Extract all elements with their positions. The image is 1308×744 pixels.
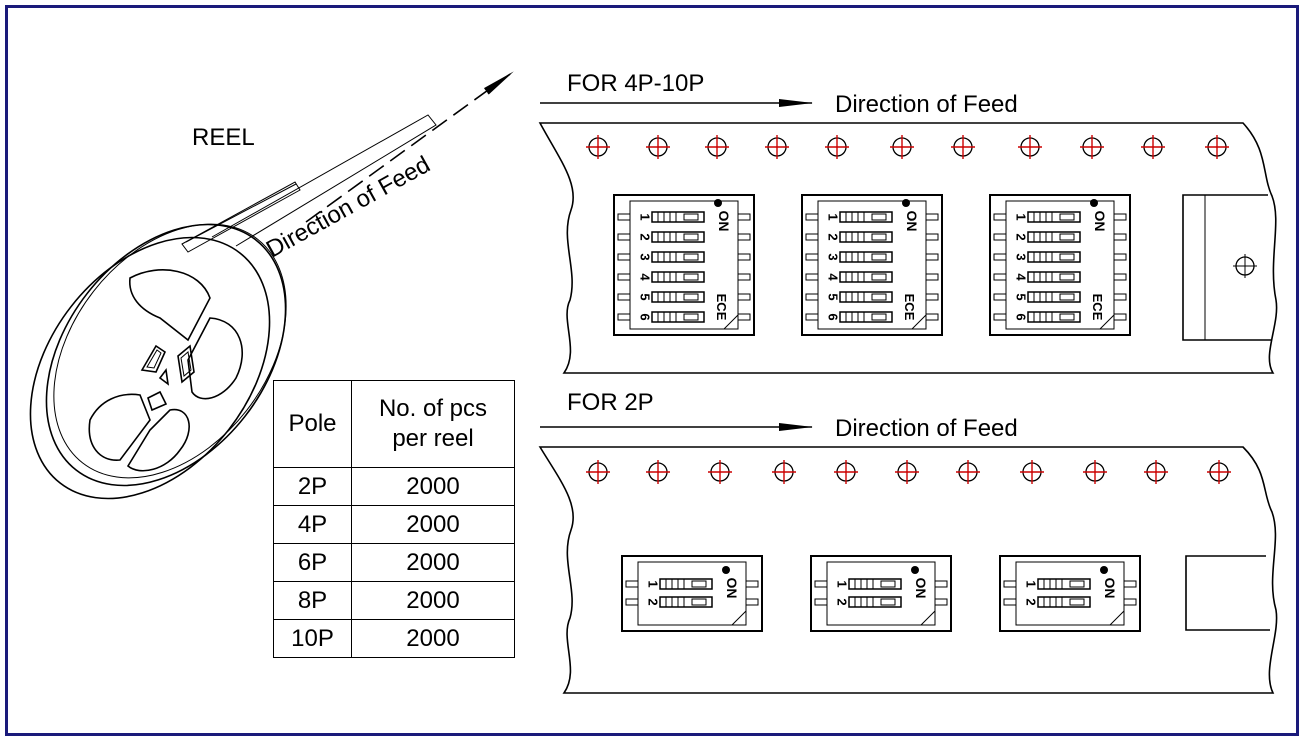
switch-brand-label: ECE xyxy=(1090,294,1105,321)
dip-switch-6p-3: 1 2 3 4 5 6 ON ECE xyxy=(989,194,1131,336)
pcs-cell: 2000 xyxy=(351,619,515,658)
switch-position-number: 3 xyxy=(826,253,841,260)
switch-position-number: 2 xyxy=(1024,598,1039,605)
switch-position-number: 6 xyxy=(638,313,653,320)
switch-on-label: ON xyxy=(1092,211,1108,232)
dip-switch-2p-3: 1 2 ON xyxy=(999,555,1141,632)
switch-on-label: ON xyxy=(904,211,920,232)
dip-switch-6p-1: 1 2 3 4 5 6 ON ECE xyxy=(613,194,755,336)
table-row: 2P 2000 xyxy=(273,467,515,506)
pole-cell: 4P xyxy=(273,505,352,544)
top-header: FOR 4P-10P xyxy=(567,70,704,97)
bottom-tape-sprocket-holes xyxy=(586,460,1231,484)
table-row: 6P 2000 xyxy=(273,543,515,582)
switch-position-number: 1 xyxy=(1014,213,1029,220)
bottom-feed-label: Direction of Feed xyxy=(835,415,1018,442)
reel-feed-label: Direction of Feed xyxy=(262,151,435,263)
switch-position-number: 2 xyxy=(1014,233,1029,240)
on-dot xyxy=(1090,199,1098,207)
switch-on-label: ON xyxy=(724,578,740,599)
top-feed-label: Direction of Feed xyxy=(835,91,1018,118)
on-dot xyxy=(722,566,730,574)
pcs-cell: 2000 xyxy=(351,505,515,544)
pole-quantity-table: Pole No. of pcs per reel 2P 2000 4P 2000… xyxy=(273,380,515,658)
table-row: 8P 2000 xyxy=(273,581,515,620)
switch-position-number: 3 xyxy=(1014,253,1029,260)
dip-switch-2p-2: 1 2 ON xyxy=(810,555,952,632)
switch-position-number: 5 xyxy=(826,293,841,300)
on-dot xyxy=(714,199,722,207)
pcs-cell: 2000 xyxy=(351,543,515,582)
table-row: 10P 2000 xyxy=(273,619,515,658)
drawing-frame xyxy=(5,5,1299,736)
switch-position-number: 5 xyxy=(638,293,653,300)
on-dot xyxy=(1100,566,1108,574)
switch-position-number: 1 xyxy=(638,213,653,220)
dip-switch-2p-1: 1 2 ON xyxy=(621,555,763,632)
pcs-cell: 2000 xyxy=(351,581,515,620)
reel-label: REEL xyxy=(192,124,255,151)
switch-position-number: 2 xyxy=(638,233,653,240)
top-tape-sprocket-holes xyxy=(586,135,1257,278)
switch-position-number: 6 xyxy=(1014,313,1029,320)
switch-position-number: 3 xyxy=(638,253,653,260)
switch-position-number: 1 xyxy=(646,580,661,587)
pcs-cell: 2000 xyxy=(351,467,515,506)
table-header-pcs-text: No. of pcs per reel xyxy=(378,395,488,452)
bottom-header: FOR 2P xyxy=(567,389,654,416)
table-header-pole: Pole xyxy=(273,380,352,468)
switch-on-label: ON xyxy=(1102,578,1118,599)
switch-position-number: 2 xyxy=(646,598,661,605)
dip-switch-6p-2: 1 2 3 4 5 6 ON ECE xyxy=(801,194,943,336)
switch-position-number: 1 xyxy=(826,213,841,220)
switch-position-number: 4 xyxy=(826,273,841,281)
reel-feed-arrow xyxy=(305,71,514,223)
switch-on-label: ON xyxy=(913,578,929,599)
switch-brand-label: ECE xyxy=(714,294,729,321)
switch-position-number: 4 xyxy=(638,273,653,281)
table-row: 4P 2000 xyxy=(273,505,515,544)
table-header-row: Pole No. of pcs per reel xyxy=(273,380,515,468)
switch-position-number: 6 xyxy=(826,313,841,320)
pole-cell: 10P xyxy=(273,619,352,658)
switch-position-number: 5 xyxy=(1014,293,1029,300)
switch-position-number: 2 xyxy=(826,233,841,240)
top-tape xyxy=(538,122,1278,374)
pole-cell: 8P xyxy=(273,581,352,620)
switch-position-number: 4 xyxy=(1014,273,1029,281)
switch-position-number: 1 xyxy=(835,580,850,587)
bottom-tape xyxy=(538,446,1278,694)
on-dot xyxy=(902,199,910,207)
on-dot xyxy=(911,566,919,574)
switch-brand-label: ECE xyxy=(902,294,917,321)
switch-on-label: ON xyxy=(716,211,732,232)
table-header-pcs: No. of pcs per reel xyxy=(351,380,515,468)
pole-cell: 6P xyxy=(273,543,352,582)
switch-position-number: 2 xyxy=(835,598,850,605)
pole-cell: 2P xyxy=(273,467,352,506)
reel xyxy=(29,114,437,500)
switch-position-number: 1 xyxy=(1024,580,1039,587)
